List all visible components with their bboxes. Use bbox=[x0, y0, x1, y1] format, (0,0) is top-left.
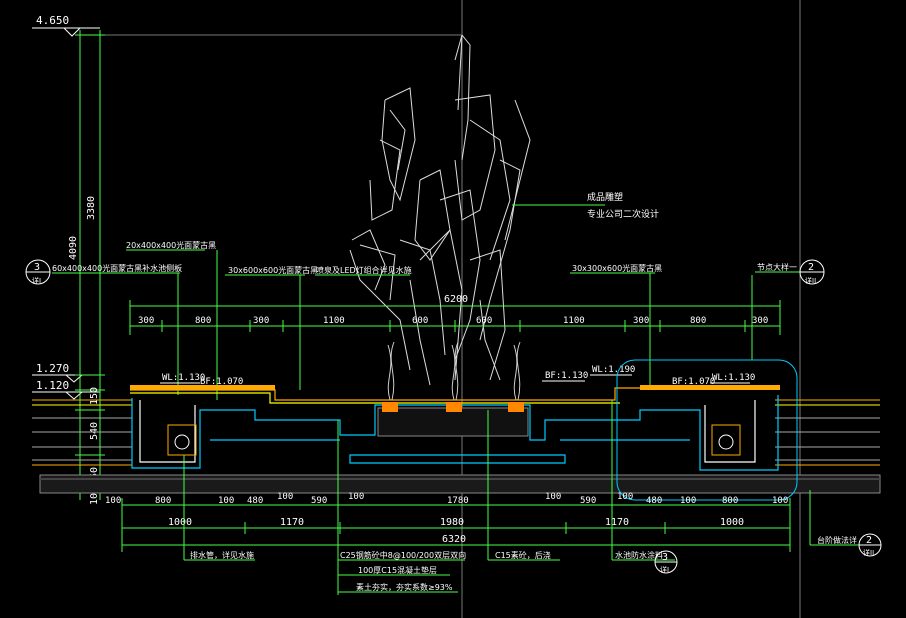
callout-step: 2 详II bbox=[858, 533, 882, 557]
dim-top-seg: 1100 bbox=[563, 316, 585, 326]
dim-top-seg: 600 bbox=[412, 316, 428, 326]
top-leaders bbox=[52, 249, 800, 400]
label-stone-cap: 20x400x400光面蒙古黑 bbox=[126, 240, 216, 250]
elevation-mid1-text: 1.270 bbox=[36, 362, 69, 375]
label-paving-left: 30x600x600光面蒙古黑 bbox=[228, 265, 318, 275]
label-paving-right: 30x300x600光面蒙古黑 bbox=[572, 263, 662, 273]
dim-vertical-4090: 4090 bbox=[68, 236, 79, 260]
top-dimension-lines bbox=[129, 300, 781, 335]
callout-step-num: 2 bbox=[866, 535, 872, 546]
callout-left: 3 详I bbox=[25, 259, 51, 285]
dim-bottom-r2: 1170 bbox=[605, 517, 629, 528]
dim-bottom-r1: 100 bbox=[348, 492, 364, 502]
wl-mid: WL:1.190 bbox=[592, 365, 635, 375]
dim-bottom-r1: 800 bbox=[722, 496, 738, 506]
base-gravel-layer bbox=[39, 474, 881, 494]
drain-pipe-left bbox=[167, 424, 197, 456]
base-gravel-hatch bbox=[40, 478, 880, 480]
callout-left-sheet: 详I bbox=[32, 276, 41, 285]
callout-bottom: 3 详I bbox=[654, 550, 678, 574]
dim-bottom-r1: 480 bbox=[247, 496, 263, 506]
callout-right-num: 2 bbox=[808, 262, 814, 273]
label-slab: C25钢筋砼中8@100/200双层双向 bbox=[340, 550, 466, 560]
dim-bottom-r1: 100 bbox=[218, 496, 234, 506]
label-base: 100厚C15混凝土垫层 bbox=[358, 565, 437, 575]
top-dimension-texts: 300 800 300 1100 600 600 1100 300 800 30… bbox=[138, 316, 768, 326]
dim-top-seg: 300 bbox=[752, 316, 768, 326]
dim-vertical-3380: 3380 bbox=[86, 196, 97, 220]
dim-bottom-total: 6320 bbox=[442, 534, 466, 545]
dim-bottom-r1: 100 bbox=[772, 496, 788, 506]
dim-bottom-r1: 100 bbox=[545, 492, 561, 502]
dim-bottom-r2: 1000 bbox=[720, 517, 744, 528]
dim-top-seg: 300 bbox=[633, 316, 649, 326]
dim-vertical-540: 540 bbox=[89, 422, 100, 440]
dim-bottom-r2: 1000 bbox=[168, 517, 192, 528]
dim-top-seg: 800 bbox=[690, 316, 706, 326]
callout-right: 2 详II bbox=[799, 259, 825, 285]
wl-right: WL:1.130 bbox=[712, 373, 755, 383]
dim-bottom-r1: 100 bbox=[617, 492, 633, 502]
dim-bottom-r2: 1980 bbox=[440, 517, 464, 528]
elevation-top-text: 4.650 bbox=[36, 14, 69, 27]
callout-left-num: 3 bbox=[34, 262, 40, 273]
callout-right-sheet: 详II bbox=[805, 276, 816, 285]
bottom-dim-row2: 1000 1170 1980 1170 1000 bbox=[168, 517, 744, 528]
ground-strata-lines bbox=[32, 399, 880, 466]
elevation-mark-top: 4.650 bbox=[32, 14, 100, 37]
fountain-chamber bbox=[377, 407, 529, 437]
dim-bottom-r1: 1780 bbox=[447, 496, 469, 506]
wl-left: WL:1.130 bbox=[162, 373, 205, 383]
label-sculpture-2: 专业公司二次设计 bbox=[587, 208, 659, 220]
bottom-dim-row1: 100 800 100 480 100 590 100 1780 100 590… bbox=[105, 492, 788, 506]
callout-bottom-sheet: 详I bbox=[660, 565, 669, 574]
dim-bottom-r1: 800 bbox=[155, 496, 171, 506]
water-level-labels: WL:1.130 BF:1.070 BF:1.130 WL:1.190 BF:1… bbox=[162, 365, 755, 387]
elevation-mid2-text: 1.120 bbox=[36, 379, 69, 392]
dim-top-total: 6200 bbox=[444, 294, 468, 305]
callout-bottom-num: 3 bbox=[662, 552, 668, 563]
vertical-dimension-lines bbox=[75, 30, 105, 500]
dim-top-seg: 300 bbox=[138, 316, 154, 326]
dim-vertical-100: 100 bbox=[89, 487, 100, 505]
label-fountain: 喷泉及LED灯组合详见水施 bbox=[316, 265, 412, 275]
label-overflow: 水池防水涂料 bbox=[615, 550, 663, 560]
dim-bottom-r1: 480 bbox=[646, 496, 662, 506]
bf-left: BF:1.070 bbox=[200, 377, 243, 387]
dim-top-seg: 800 bbox=[195, 316, 211, 326]
label-detail-right: 节点大样一 bbox=[757, 262, 797, 272]
bottom-leaders bbox=[183, 400, 880, 595]
drain-pipe-right bbox=[711, 424, 741, 456]
sculpture-line-art bbox=[349, 34, 531, 386]
label-edge-left: 60x400x400光面蒙古黑补水池侧板 bbox=[52, 263, 182, 273]
fountain-jets bbox=[387, 341, 521, 401]
nozzle-blocks bbox=[382, 402, 524, 412]
callout-step-sheet: 详II bbox=[863, 548, 874, 557]
dim-vertical-150: 150 bbox=[89, 387, 100, 405]
dim-top-seg: 300 bbox=[253, 316, 269, 326]
bf-mid: BF:1.130 bbox=[545, 371, 588, 381]
dim-top-seg: 600 bbox=[476, 316, 492, 326]
dim-bottom-r1: 590 bbox=[311, 496, 327, 506]
dim-bottom-r1: 100 bbox=[105, 496, 121, 506]
bottom-labels: 排水管，详见水施 C25钢筋砼中8@100/200双层双向 100厚C15混凝土… bbox=[190, 535, 857, 592]
dim-bottom-r1: 100 bbox=[277, 492, 293, 502]
dim-bottom-r1: 590 bbox=[580, 496, 596, 506]
label-soil: 素土夯实，夯实系数≥93% bbox=[356, 582, 453, 592]
label-drain: 排水管，详见水施 bbox=[190, 550, 254, 560]
dim-bottom-r1: 100 bbox=[680, 496, 696, 506]
label-sculpture-1: 成品雕塑 bbox=[587, 191, 623, 203]
dim-bottom-r2: 1170 bbox=[280, 517, 304, 528]
stone-cap-blocks bbox=[130, 385, 780, 390]
elevation-mark-2: 1.120 bbox=[32, 379, 100, 400]
detail-highlight-box bbox=[616, 359, 798, 501]
bottom-dimension-lines bbox=[121, 498, 791, 552]
label-step: 台阶做法详 bbox=[817, 535, 857, 545]
dim-top-seg: 1100 bbox=[323, 316, 345, 326]
label-c15: C15素砼，后浇 bbox=[495, 550, 551, 560]
bf-right: BF:1.070 bbox=[672, 377, 715, 387]
